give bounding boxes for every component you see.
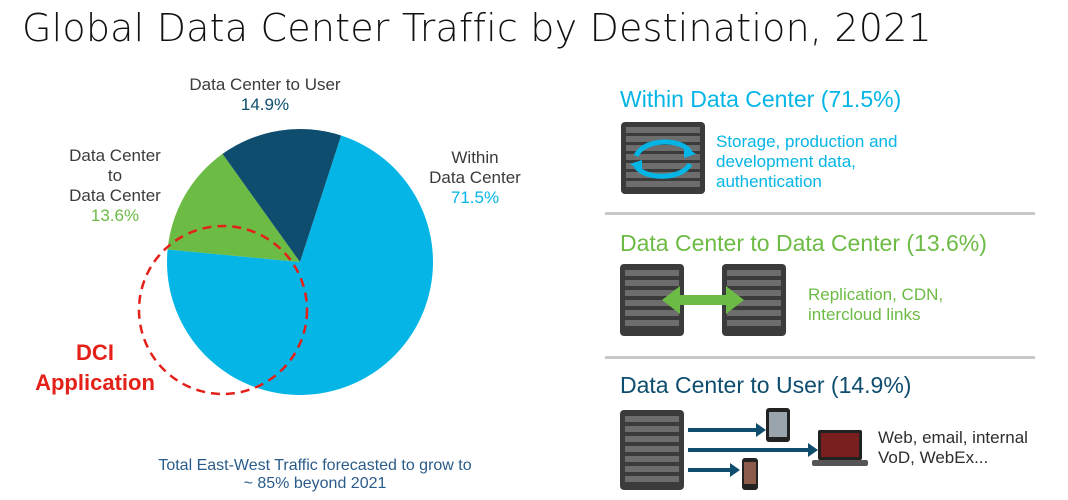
desc-line: Replication, CDN, [808,285,944,304]
dci-line-1: DCI [76,340,114,365]
slice-label-dc-to-user: Data Center to User 14.9% [160,75,370,115]
category-title-dc-to-dc: Data Center to Data Center (13.6%) [620,230,987,256]
category-title-dc-to-user: Data Center to User (14.9%) [620,372,912,398]
pie-slice-dc-to-dc [167,153,300,262]
desc-line: Web, email, internal [878,428,1028,447]
section-divider [605,356,1035,359]
category-desc-within: Storage, production and development data… [716,132,897,192]
pie-slice-within [166,135,433,395]
page-title: Global Data Center Traffic by Destinatio… [22,6,932,50]
slice-value: 13.6% [90,206,140,225]
footnote-line-2: ~ 85% beyond 2021 [243,475,387,492]
slice-value: 71.5% [450,188,500,207]
slice-name-line: Data Center [429,168,521,187]
slice-name: Data Center to User [189,75,341,94]
server-rack-sync-icon [621,122,705,194]
category-title-within: Within Data Center (71.5%) [620,86,902,112]
forecast-footnote: Total East-West Traffic forecasted to gr… [80,457,550,493]
server-to-devices-icon [620,408,868,490]
dci-line-2: Application [35,370,155,395]
slice-name-line: Data Center [69,146,161,165]
desc-line: authentication [716,172,822,191]
footnote-line-1: Total East-West Traffic forecasted to gr… [158,457,472,474]
category-desc-dc-to-dc: Replication, CDN, intercloud links [808,285,943,325]
slice-name-line: Data Center [69,186,161,205]
section-divider [605,212,1035,215]
dci-application-label: DCI Application [20,338,170,398]
slice-label-within: Within Data Center 71.5% [405,148,545,208]
pie-slice-dc-to-user [222,129,342,262]
dci-dashed-circle [137,224,309,396]
slice-label-dc-to-dc: Data Center to Data Center 13.6% [50,146,180,226]
server-racks-bidirectional-icon [620,264,786,336]
desc-line: VoD, WebEx... [878,448,989,467]
slice-value: 14.9% [240,95,290,114]
desc-line: development data, [716,152,856,171]
category-desc-dc-to-user: Web, email, internal VoD, WebEx... [878,428,1028,468]
desc-line: Storage, production and [716,132,898,151]
slice-name-line: Within [451,148,499,167]
slice-name-line: to [107,166,123,185]
desc-line: intercloud links [808,305,921,324]
